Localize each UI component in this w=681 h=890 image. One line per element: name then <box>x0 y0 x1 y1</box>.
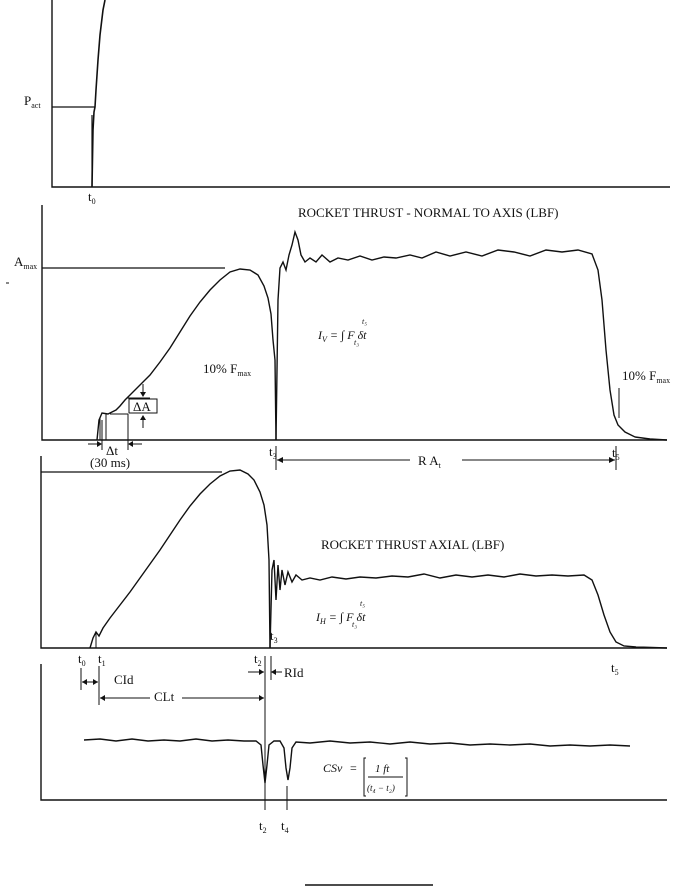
cid-arrowhead-right <box>93 679 98 685</box>
delta-t-arrowhead-left <box>97 441 102 447</box>
t0-label: t0 <box>88 189 96 206</box>
csv-numerator: 1 ft <box>375 763 390 775</box>
normal-t5-label: t5 <box>612 445 620 462</box>
csv-t4-label: t4 <box>281 818 289 835</box>
ra-arrowhead-left <box>277 457 283 463</box>
axial-t1-label: t1 <box>98 651 106 668</box>
panel-pressure: Pact t0 <box>24 0 670 206</box>
clt-arrowhead-right <box>259 695 264 701</box>
normal-axes <box>41 205 667 441</box>
pressure-axes <box>51 0 670 188</box>
pact-label: Pact <box>24 93 41 110</box>
delta-t-arrowhead-right <box>128 441 133 447</box>
clt-label: CLt <box>154 689 175 704</box>
axial-thrust-plateau <box>269 559 668 649</box>
iv-integral: IV= ∫ F δt <box>317 328 367 344</box>
normal-t3-label: t3 <box>269 444 277 461</box>
rid-arrowhead-left <box>259 669 264 675</box>
axial-thrust-rise <box>89 469 271 649</box>
cid-label: CId <box>114 672 134 687</box>
rid-label: RId <box>284 665 304 680</box>
ra-label: R At <box>418 453 442 470</box>
rid-arrowhead-right <box>271 669 276 675</box>
iv-upper-limit: t₅ <box>362 317 367 326</box>
normal-thrust-rise <box>96 268 277 441</box>
panel-normal-thrust: ROCKET THRUST - NORMAL TO AXIS (LBF) Ama… <box>14 205 670 470</box>
delta-a-label: ΔA <box>133 399 151 414</box>
delta-a-arrowhead-up <box>140 415 146 420</box>
delta-a-arrowhead-down <box>140 392 146 397</box>
ih-upper-limit: t₅ <box>360 599 365 608</box>
iv-lower-limit: t₃ <box>354 338 359 347</box>
delta-a-box <box>128 398 158 414</box>
cid-arrowhead-left <box>82 679 87 685</box>
axial-t5-label: t5 <box>611 660 619 677</box>
csv-denominator: (t₄ − t₂) <box>367 783 395 793</box>
csv-bracket-right <box>405 757 408 797</box>
axial-t2-label: t2 <box>254 651 262 668</box>
axial-t0-label: t0 <box>78 651 86 668</box>
ten-pct-right-label: 10% Fmax <box>622 368 670 385</box>
pressure-curve <box>91 0 106 188</box>
csv-signal <box>83 738 631 784</box>
csv-label: CSv <box>323 761 343 775</box>
axial-axes <box>40 456 667 649</box>
delta-t-label: Δt <box>106 443 118 458</box>
csv-axes <box>40 664 667 801</box>
delta-t-note: (30 ms) <box>90 455 130 470</box>
axial-t3-label: t3 <box>270 628 278 645</box>
ih-lower-limit: t₃ <box>352 620 357 629</box>
panel-axial-thrust: ROCKET THRUST AXIAL (LBF) IH= ∫ F δt t₅ … <box>40 456 668 705</box>
csv-t2-label: t2 <box>259 818 267 835</box>
ten-pct-left-label: 10% Fmax <box>203 361 251 378</box>
normal-title: ROCKET THRUST - NORMAL TO AXIS (LBF) <box>298 205 559 220</box>
amax-label: Amax <box>14 254 37 271</box>
ra-arrowhead-right <box>609 457 615 463</box>
axial-title: ROCKET THRUST AXIAL (LBF) <box>321 537 504 552</box>
csv-equals: = <box>350 761 357 775</box>
panel-csv: CSv = 1 ft (t₄ − t₂) t2 t4 <box>40 656 667 835</box>
clt-arrowhead-left <box>100 695 105 701</box>
ih-integral: IH= ∫ F δt <box>315 610 366 626</box>
normal-thrust-plateau <box>275 229 668 441</box>
csv-bracket-left <box>363 757 366 797</box>
